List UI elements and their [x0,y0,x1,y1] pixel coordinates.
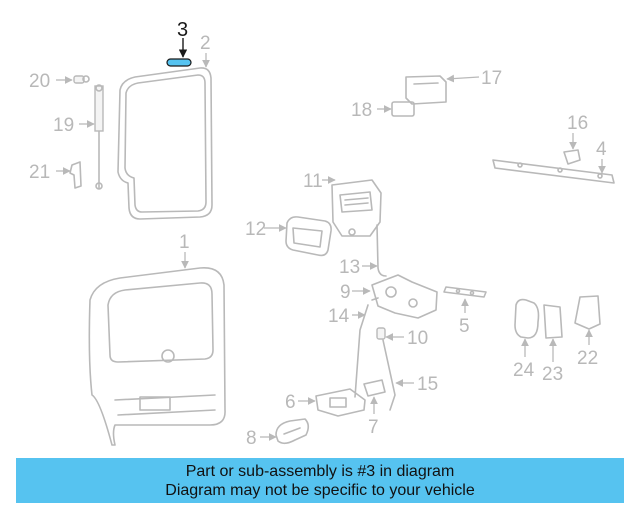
callout-10: 10 [407,328,428,349]
part-20-bolt [73,75,90,84]
part-21-bracket [69,161,82,189]
callout-numbers: 3 2 1 20 19 21 11 12 13 9 14 10 15 6 7 8… [29,19,607,449]
banner-line-1: Part or sub-assembly is #3 in diagram [185,462,455,480]
part-16-clip [563,149,581,165]
callout-20: 20 [29,71,50,92]
callout-4: 4 [596,139,607,160]
part-11-lock-actuator [331,179,382,237]
callout-3: 3 [177,19,188,41]
callout-23: 23 [542,364,563,385]
callout-5: 5 [459,316,470,337]
callout-12: 12 [245,219,266,240]
leader-lines [56,38,606,441]
callout-1: 1 [179,232,190,253]
callout-11: 11 [303,171,323,192]
callout-16: 16 [567,113,588,134]
info-banner: Part or sub-assembly is #3 in diagram Di… [16,458,624,503]
part-8-handle [275,418,310,445]
part-15-rod [382,339,396,411]
part-4-rail [492,159,615,184]
parts-diagram: 3 2 1 20 19 21 11 12 13 9 14 10 15 6 7 8… [29,19,615,449]
callout-13: 13 [339,257,360,278]
part-2-rear-window-glass [117,67,213,220]
callout-8: 8 [246,428,257,449]
part-7-clip [363,379,386,397]
callout-18: 18 [351,100,372,121]
part-10-bushing [376,327,386,340]
callout-17: 17 [481,68,502,89]
callout-22: 22 [577,348,598,369]
callout-9: 9 [340,282,351,303]
callout-21: 21 [29,162,50,183]
part-9-latch [371,274,438,319]
callout-14: 14 [328,306,350,327]
callout-2: 2 [200,33,211,54]
part-5-striker [443,286,487,298]
callout-6: 6 [285,392,296,413]
part-17-hinge [405,75,447,105]
part-24-bracket [514,298,540,339]
part-22-hinge [574,295,601,330]
part-3-weatherstrip-highlight [166,58,192,67]
callout-15: 15 [417,374,438,395]
callout-24: 24 [513,360,535,381]
part-23-bracket [543,304,563,339]
part-19-gas-strut [94,84,104,190]
callout-19: 19 [53,115,74,136]
callout-7: 7 [368,417,379,438]
part-1-lift-gate [88,267,226,446]
part-12-handle-bezel [285,216,332,257]
banner-line-2: Diagram may not be specific to your vehi… [165,481,475,499]
part-6-lock [315,388,366,417]
part-13-rod [376,224,387,277]
part-18-plate [391,101,415,117]
